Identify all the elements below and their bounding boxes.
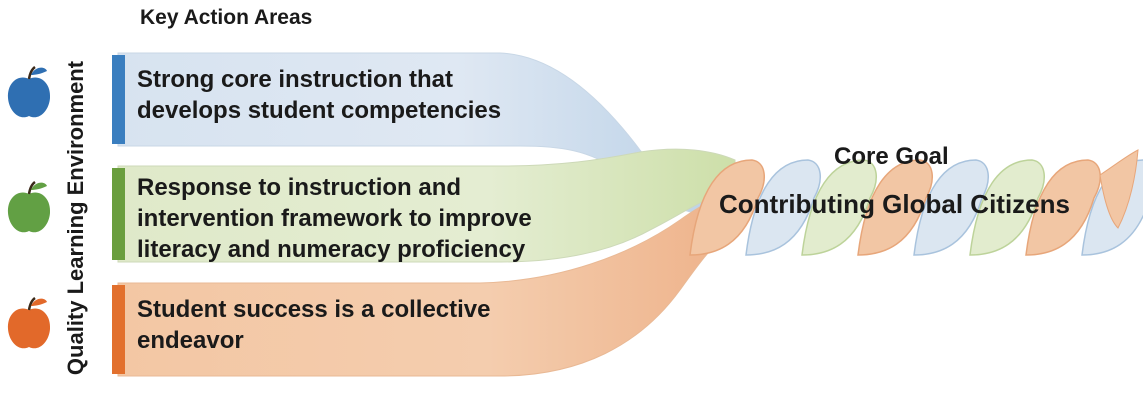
apple-icon <box>7 180 51 233</box>
apple-icon <box>7 296 51 349</box>
braid-rope <box>689 149 1143 256</box>
braid-tail <box>1099 149 1139 229</box>
braid-segment <box>913 159 989 256</box>
braid-segment <box>969 159 1045 256</box>
braid-segment <box>857 159 933 256</box>
side-label: Quality Learning Environment <box>63 60 88 376</box>
braid-segment <box>689 159 765 256</box>
area-1-color-bar <box>112 55 125 144</box>
core-goal-label: Core Goal <box>834 143 949 170</box>
action-area-2-text: Response to instruction and intervention… <box>137 174 532 263</box>
core-goal-value: Contributing Global Citizens <box>719 189 1070 219</box>
braid-segment <box>801 159 877 256</box>
braid-segment <box>1025 159 1101 256</box>
action-area-3-text: Student success is a collective endeavor <box>137 296 491 354</box>
apple-icon <box>7 65 51 118</box>
braid-segment <box>745 159 821 256</box>
area-2-color-bar <box>112 168 125 260</box>
header-title: Key Action Areas <box>140 6 313 29</box>
area-3-color-bar <box>112 285 125 374</box>
action-area-1-text: Strong core instruction that develops st… <box>137 66 502 124</box>
